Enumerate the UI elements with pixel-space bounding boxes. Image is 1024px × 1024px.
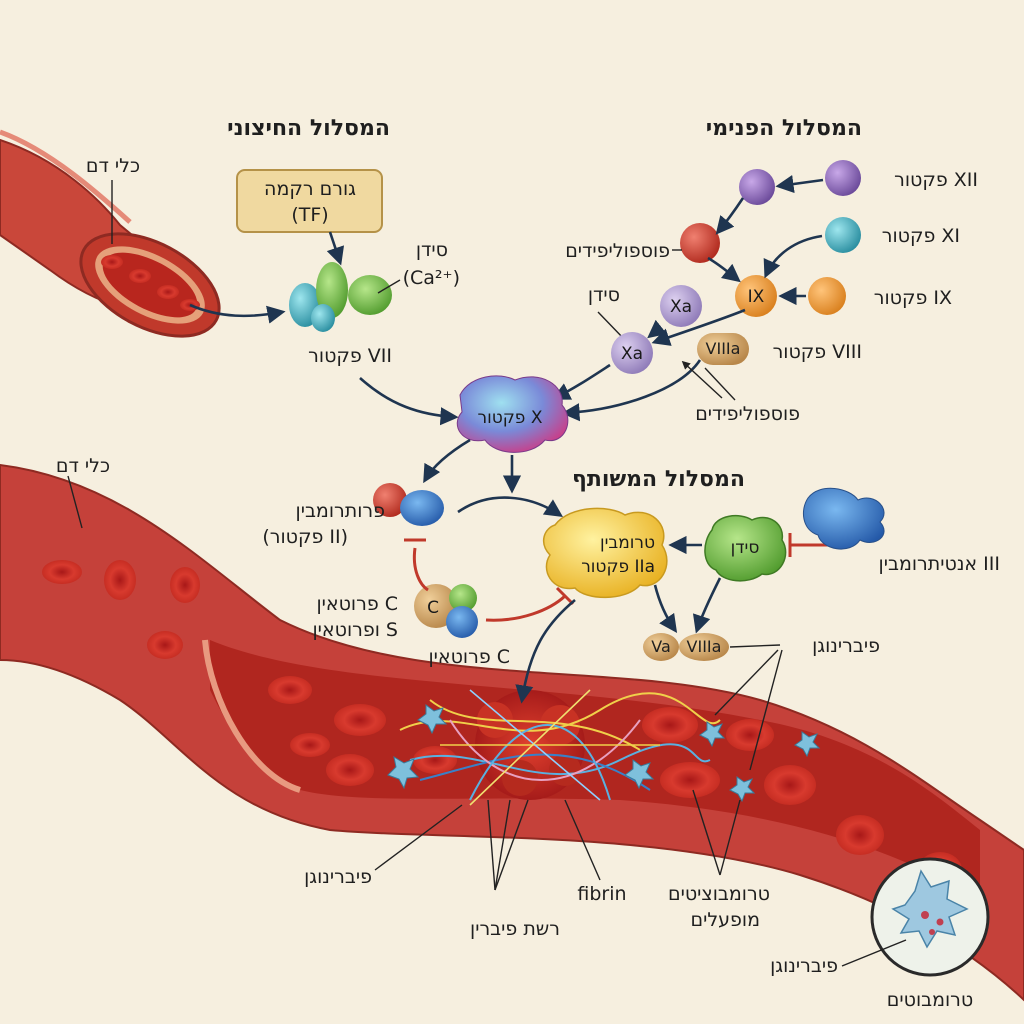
factor-ix-node [808, 277, 846, 315]
protein-c-node: C [414, 584, 478, 638]
thrombin-factor-label: פקטור IIa [581, 557, 655, 577]
factor-viii-label: פקטור VIII [773, 341, 862, 363]
factor-xi-label: פקטור XI [882, 225, 960, 247]
va-viiia-node: Va VIIIa [643, 633, 729, 661]
phospholipids-lower-label: פוספוליפידים [695, 403, 800, 425]
tissue-factor-box: גורם רקמה (TF) [236, 169, 383, 233]
fibrinogen-inset-label: פיברינוגן [770, 955, 838, 977]
fibrinogen-left-label: פיברינוגן [304, 866, 372, 888]
xa-upper-node [660, 285, 702, 327]
viiia-node [697, 333, 749, 365]
calcium-box-label: סידן [731, 538, 760, 558]
vessel-mid-label: כלי דם [56, 455, 110, 477]
viiia-bottom-label: VIIIa [687, 637, 722, 656]
thrombin-label: טרומבין [600, 533, 655, 553]
viiia-node-label: VIIIa [706, 339, 741, 358]
antithrombin-node [802, 487, 885, 550]
vessel-top [0, 129, 221, 338]
prothrombin-factor-label: (פקטור II) [262, 526, 348, 548]
factor-xii-label: פקטור XII [894, 169, 978, 191]
xa-lower-label: Xa [621, 344, 643, 364]
prothrombin-label: פרותרומבין [296, 500, 385, 522]
heading-intrinsic: המסלול הפנימי [706, 116, 862, 141]
tissue-factor-label: גורם רקמה [264, 178, 356, 200]
calcium-top-word: סידן [416, 239, 448, 261]
protein-cs-label: פרוטאין C [316, 593, 398, 615]
red-blood-cells [42, 560, 962, 888]
fibrin-label: fibrin [577, 883, 626, 905]
factor-xii-active-node [739, 169, 775, 205]
fibrinogen-right-label: פיברינוגן [812, 635, 880, 657]
phospholipids-upper-label: פוספוליפידים [565, 240, 670, 262]
platelet-inset [870, 857, 990, 977]
protein-s-label: ופרוטאין S [313, 619, 399, 641]
heading-extrinsic: המסלול החיצוני [227, 116, 390, 141]
blood-clot [399, 689, 721, 806]
vessel-top-label: כלי דם [86, 155, 140, 177]
va-label: Va [651, 637, 671, 656]
activated-platelets-label: טרומבוציטים [668, 883, 770, 905]
factor-xii-node [825, 160, 861, 196]
tissue-factor-abbr: (TF) [291, 204, 328, 226]
factor-ix-label: פקטור IX [874, 287, 952, 309]
ix-node [735, 275, 777, 317]
calcium-box-node: סידן [704, 514, 787, 582]
activated-platelets-label-2: מופעלים [691, 909, 761, 931]
xa-upper-label: Xa [670, 297, 692, 317]
factor-x-label: פקטור X [478, 408, 543, 428]
prothrombin-node [373, 483, 444, 526]
factor-xi-active-node [680, 223, 720, 263]
thrombocytes-label: טרומבוטים [887, 989, 973, 1011]
fibrin-network-label: רשת פיברין [470, 918, 560, 940]
protein-c-label: פרוטאין C [428, 646, 510, 668]
calcium-mid-label: סידן [588, 284, 620, 306]
thrombin-node: טרומבין פקטור IIa [542, 507, 668, 599]
factor-vii-complex [289, 262, 392, 332]
calcium-top-formula: (Ca²⁺) [403, 267, 460, 289]
ix-node-label: IX [748, 287, 765, 307]
factor-vii-label: פקטור VII [308, 345, 392, 367]
protein-c-node-label: C [427, 598, 439, 618]
heading-common: המסלול המשותף [572, 467, 745, 492]
factor-xi-node [825, 217, 861, 253]
antithrombin-label: אנטיתרומבין III [879, 553, 1000, 575]
activated-platelets [387, 704, 821, 803]
xa-lower-node [611, 332, 653, 374]
factor-x-node: פקטור X [456, 375, 569, 453]
